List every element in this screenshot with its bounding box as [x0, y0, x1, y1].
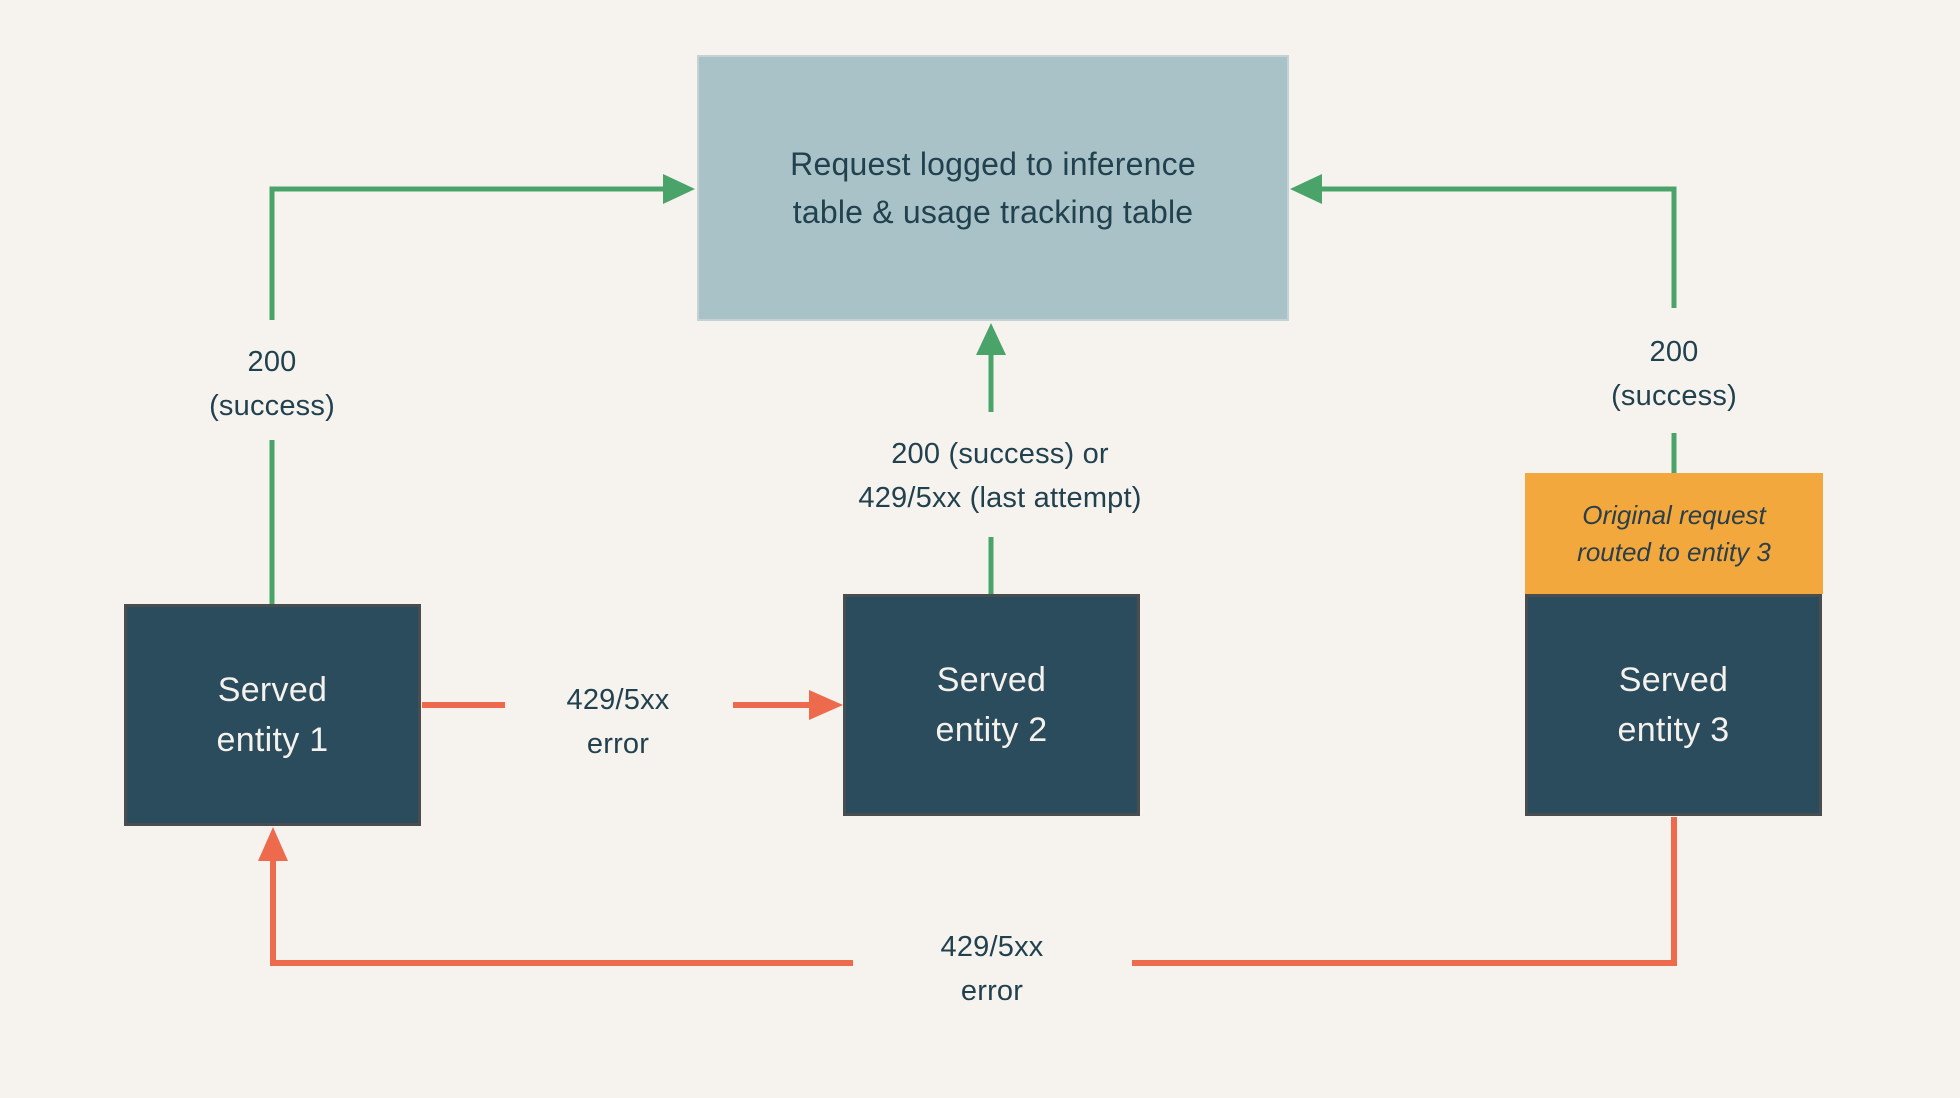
- log-table-box-line2: table & usage tracking table: [792, 194, 1194, 230]
- log-table-box-line1: Request logged to inference: [790, 146, 1196, 182]
- served-entity-2-line1: Served: [936, 661, 1047, 699]
- label-entity1-to-entity2-error: 429/5xx error: [567, 678, 670, 766]
- label-bottom-error-line2: error: [960, 975, 1024, 1007]
- original-request-note-line1: Original request: [1582, 499, 1766, 530]
- label-bottom-error-line1: 429/5xx: [940, 931, 1044, 963]
- label-entity2-result-line1: 200 (success) or: [891, 438, 1109, 470]
- served-entity-1-line1: Served: [217, 671, 328, 709]
- served-entity-3-line1: Served: [1618, 661, 1729, 699]
- arrow-entity1-to-entity2: [422, 690, 843, 720]
- served-entity-1-node: Served entity 1: [124, 604, 421, 826]
- label-entity3-success-line2: (success): [1611, 380, 1737, 412]
- served-entity-2-node: Served entity 2: [843, 594, 1140, 816]
- label-mid-error-line2: error: [586, 728, 650, 760]
- label-entity3-success: 200 (success): [1611, 330, 1737, 418]
- served-entity-1-line2: entity 1: [216, 721, 329, 759]
- label-entity1-success-line2: (success): [209, 390, 335, 422]
- arrow-entity3-to-entity1: [258, 817, 1677, 966]
- original-request-note: Original request routed to entity 3: [1525, 473, 1823, 594]
- log-table-box: Request logged to inference table & usag…: [697, 55, 1289, 321]
- label-entity3-success-line1: 200: [1649, 336, 1699, 368]
- label-entity2-result: 200 (success) or 429/5xx (last attempt): [858, 432, 1141, 520]
- served-entity-2-line2: entity 2: [935, 711, 1048, 749]
- arrow-entity1-to-log: [269, 174, 695, 604]
- label-entity2-result-line2: 429/5xx (last attempt): [858, 482, 1142, 514]
- arrow-entity3-to-log: [1290, 174, 1677, 473]
- label-entity1-success-line1: 200: [247, 346, 297, 378]
- label-mid-error-line1: 429/5xx: [566, 684, 670, 716]
- label-entity1-success: 200 (success): [209, 340, 335, 428]
- served-entity-3-node: Served entity 3: [1525, 594, 1822, 816]
- original-request-note-line2: routed to entity 3: [1577, 536, 1771, 567]
- label-entity3-to-entity1-error: 429/5xx error: [941, 925, 1044, 1013]
- served-entity-3-line2: entity 3: [1617, 711, 1730, 749]
- arrow-entity2-to-log: [976, 323, 1006, 594]
